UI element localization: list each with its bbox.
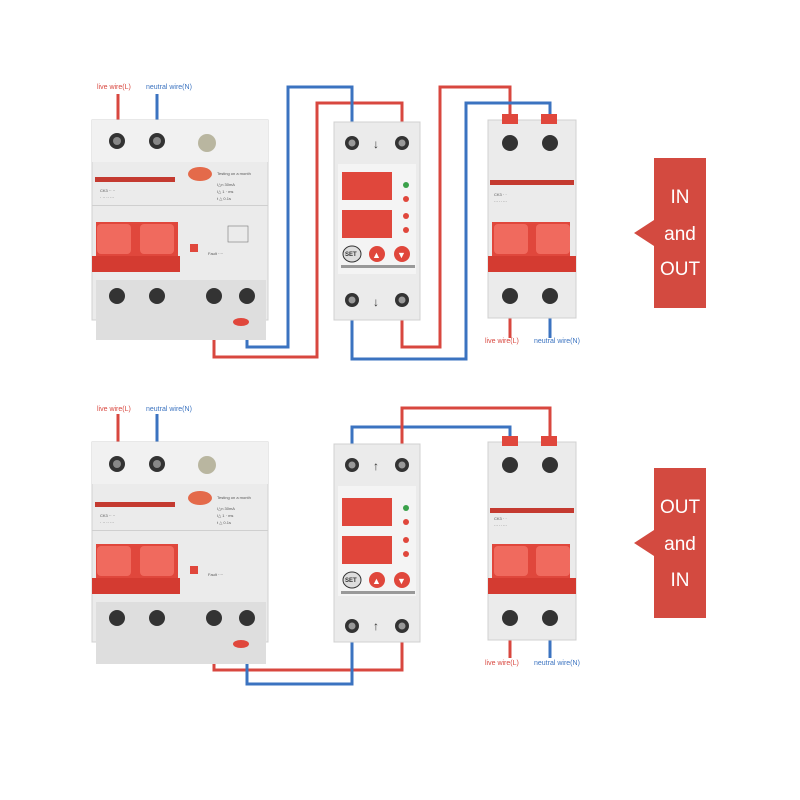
screw-terminal-icon <box>149 288 165 304</box>
screw-terminal-icon <box>542 610 558 626</box>
svg-text:CK3 ·· ··: CK3 ·· ·· <box>100 513 115 518</box>
up-button[interactable] <box>369 246 385 262</box>
set-button[interactable] <box>342 245 362 263</box>
svg-text:I△ 1 · ms: I△ 1 · ms <box>217 189 233 194</box>
top-out-neutral-label: neutral wire(N) <box>534 338 580 345</box>
bottom-sign-line1: OUT <box>660 497 701 518</box>
test-button-icon <box>198 134 216 152</box>
svg-text:Fault ····: Fault ···· <box>208 251 223 256</box>
screw-terminal-icon <box>206 610 222 626</box>
top-sign-line1: IN <box>671 187 690 208</box>
top-wire-protector-live-to-mcb <box>400 85 512 349</box>
svg-text:· ·· ·· ···: · ·· ·· ··· <box>100 195 114 200</box>
top-sign: IN and OUT <box>634 158 706 308</box>
top-out-live-label: live wire(L) <box>485 338 519 345</box>
svg-text:CK3 · ·: CK3 · · <box>494 192 507 197</box>
screw-terminal-icon <box>239 288 255 304</box>
arrow-up-icon: ▲ <box>372 250 381 260</box>
bottom-neutral-label: neutral wire(N) <box>146 406 192 413</box>
top-sign-line3: OUT <box>660 259 701 280</box>
screw-terminal-icon <box>502 610 518 626</box>
up-button[interactable] <box>369 572 385 588</box>
screw-terminal-icon <box>542 135 558 151</box>
set-button-label: SET <box>345 578 357 584</box>
screw-terminal-icon <box>206 288 222 304</box>
screw-terminal-icon <box>502 457 518 473</box>
top-voltage-protector: ↓ SET ▲ ▼ ↓ <box>333 121 421 321</box>
svg-text:t △ 0.1s: t △ 0.1s <box>217 520 231 525</box>
bottom-wire-protector-live-to-mcb <box>400 406 552 463</box>
led-indicator-icon <box>403 196 409 202</box>
down-button[interactable] <box>394 572 410 588</box>
led-indicator-icon <box>403 213 409 219</box>
led-indicator-icon <box>403 551 409 557</box>
bottom-voltage-protector: ↑ SET ▲ ▼ ↑ <box>333 443 421 643</box>
top-live-label: live wire(L) <box>97 84 131 91</box>
test-button-icon <box>198 456 216 474</box>
top-mcb-breaker: CK3 · · ··· ·· ··· <box>487 114 577 319</box>
set-button-label: SET <box>345 252 357 258</box>
led-indicator-icon <box>403 505 409 511</box>
svg-text:I△ 1 · ms: I△ 1 · ms <box>217 513 233 518</box>
bottom-sign-line3: IN <box>671 570 690 591</box>
svg-text:··· ·· ···: ··· ·· ··· <box>494 523 507 528</box>
led-indicator-icon <box>403 537 409 543</box>
screw-terminal-icon <box>502 288 518 304</box>
bottom-live-label: live wire(L) <box>97 406 131 413</box>
screw-terminal-icon <box>542 457 558 473</box>
svg-text:· ·· ·· ···: · ·· ·· ··· <box>100 520 114 525</box>
top-diagram: live wire(L) neutral wire(N) live wire(L… <box>91 84 706 361</box>
svg-text:I△n 30mA: I△n 30mA <box>217 506 235 511</box>
led-indicator-icon <box>403 519 409 525</box>
top-wire-rcd-live-to-protector <box>212 101 404 359</box>
svg-text:Testing on a month: Testing on a month <box>217 171 251 176</box>
svg-text:I△n 30mA: I△n 30mA <box>217 182 235 187</box>
svg-text:t △ 0.1s: t △ 0.1s <box>217 196 231 201</box>
led-indicator-icon <box>403 182 409 188</box>
top-sign-line2: and <box>664 224 696 245</box>
screw-terminal-icon <box>109 610 125 626</box>
bottom-diagram: live wire(L) neutral wire(N) live wire(L… <box>91 406 706 686</box>
bottom-out-neutral-label: neutral wire(N) <box>534 660 580 667</box>
screw-terminal-icon <box>109 288 125 304</box>
arrow-up-icon: ▲ <box>372 576 381 586</box>
down-button[interactable] <box>394 246 410 262</box>
set-button[interactable] <box>342 571 362 589</box>
screw-terminal-icon <box>542 288 558 304</box>
bottom-sign-line2: and <box>664 534 696 555</box>
arrow-up-icon: ↑ <box>373 459 379 473</box>
svg-text:Testing on a month: Testing on a month <box>217 495 251 500</box>
screw-terminal-icon <box>149 610 165 626</box>
svg-text:CK3 · ·: CK3 · · <box>494 516 507 521</box>
svg-text:Fault ····: Fault ···· <box>208 572 223 577</box>
screw-terminal-icon <box>239 610 255 626</box>
bottom-out-live-label: live wire(L) <box>485 660 519 667</box>
arrow-down-icon: ▼ <box>397 576 406 586</box>
svg-text:CK3 ·· ··: CK3 ·· ·· <box>100 188 115 193</box>
arrow-down-icon: ↓ <box>373 137 379 151</box>
svg-text:··· ·· ···: ··· ·· ··· <box>494 199 507 204</box>
top-neutral-label: neutral wire(N) <box>146 84 192 91</box>
screw-terminal-icon <box>502 135 518 151</box>
bottom-sign: OUT and IN <box>634 468 706 618</box>
arrow-down-icon: ↓ <box>373 295 379 309</box>
arrow-down-icon: ▼ <box>397 250 406 260</box>
top-wire-protector-neutral-to-mcb <box>350 101 552 361</box>
top-rcd-breaker: CK3 ·· ·· · ·· ·· ··· Testing on a month… <box>91 119 269 340</box>
bottom-mcb-breaker: CK3 · · ··· ·· ··· <box>487 436 577 641</box>
bottom-rcd-breaker: CK3 ·· ·· · ·· ·· ··· Testing on a month… <box>91 441 269 664</box>
arrow-up-icon: ↑ <box>373 619 379 633</box>
led-indicator-icon <box>403 227 409 233</box>
